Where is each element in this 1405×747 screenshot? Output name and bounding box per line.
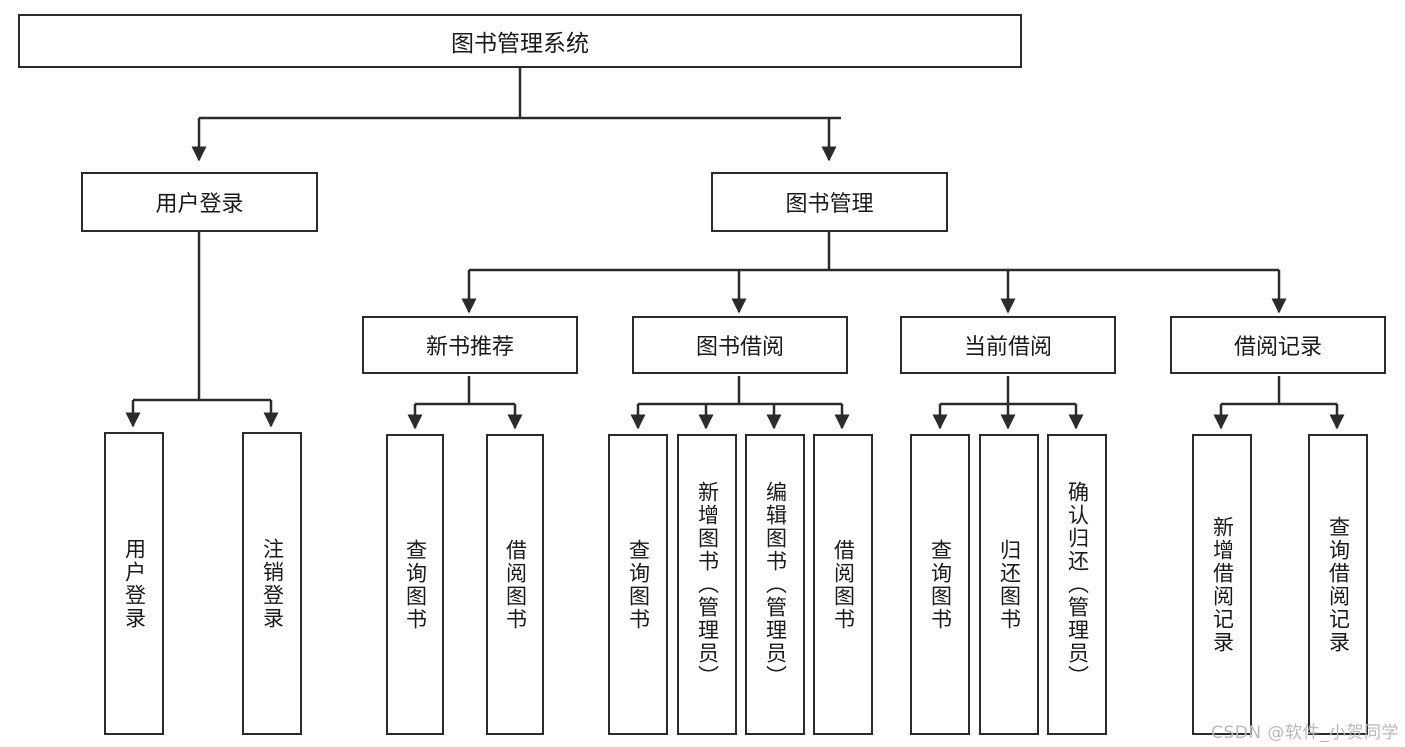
node-current-borrow-label: 当前借阅 <box>963 335 1052 360</box>
leaf-new-book-rec-0[interactable]: 查询图书 <box>386 434 444 735</box>
leaf-book-borrow-1[interactable]: 新增图书（管理员） <box>677 434 737 735</box>
watermark-text: CSDN @软件_小贺同学 <box>1211 723 1399 743</box>
leaf-user-login-0[interactable]: 用户登录 <box>104 432 164 735</box>
node-new-book-recommend[interactable]: 新书推荐 <box>362 316 578 374</box>
node-book-borrow[interactable]: 图书借阅 <box>632 316 848 374</box>
leaf-borrow-record-0[interactable]: 新增借阅记录 <box>1192 434 1252 735</box>
node-user-login-label: 用户登录 <box>155 192 244 217</box>
leaf-label: 查询图书 <box>928 538 953 631</box>
node-root[interactable]: 图书管理系统 <box>18 14 1022 68</box>
node-borrow-record-label: 借阅记录 <box>1233 335 1322 360</box>
leaf-current-borrow-1[interactable]: 归还图书 <box>979 434 1039 735</box>
leaf-label: 确认归还（管理员） <box>1065 481 1090 688</box>
leaf-label: 借阅图书 <box>831 538 856 631</box>
leaf-borrow-record-1[interactable]: 查询借阅记录 <box>1308 434 1368 735</box>
leaf-user-login-1[interactable]: 注销登录 <box>242 432 302 735</box>
node-user-login[interactable]: 用户登录 <box>81 172 318 232</box>
leaf-current-borrow-0[interactable]: 查询图书 <box>910 434 970 735</box>
leaf-label: 新增图书（管理员） <box>695 481 720 688</box>
leaf-book-borrow-0[interactable]: 查询图书 <box>608 434 668 735</box>
node-new-book-recommend-label: 新书推荐 <box>425 335 514 360</box>
leaf-label: 借阅图书 <box>503 538 528 631</box>
node-root-label: 图书管理系统 <box>451 31 589 57</box>
leaf-label: 查询借阅记录 <box>1326 515 1351 654</box>
leaf-book-borrow-3[interactable]: 借阅图书 <box>813 434 873 735</box>
leaf-label: 归还图书 <box>997 538 1022 631</box>
leaf-label: 新增借阅记录 <box>1210 515 1235 654</box>
leaf-label: 查询图书 <box>403 538 428 631</box>
node-book-manage-label: 图书管理 <box>785 192 874 217</box>
leaf-book-borrow-2[interactable]: 编辑图书（管理员） <box>745 434 805 735</box>
leaf-label: 编辑图书（管理员） <box>763 481 788 688</box>
node-current-borrow[interactable]: 当前借阅 <box>900 316 1116 374</box>
node-book-manage[interactable]: 图书管理 <box>711 172 948 232</box>
leaf-label: 注销登录 <box>260 537 285 630</box>
leaf-label: 查询图书 <box>626 538 651 631</box>
leaf-current-borrow-2[interactable]: 确认归还（管理员） <box>1047 434 1107 735</box>
node-borrow-record[interactable]: 借阅记录 <box>1170 316 1386 374</box>
leaf-new-book-rec-1[interactable]: 借阅图书 <box>486 434 544 735</box>
leaf-label: 用户登录 <box>122 537 147 630</box>
node-book-borrow-label: 图书借阅 <box>695 335 784 360</box>
